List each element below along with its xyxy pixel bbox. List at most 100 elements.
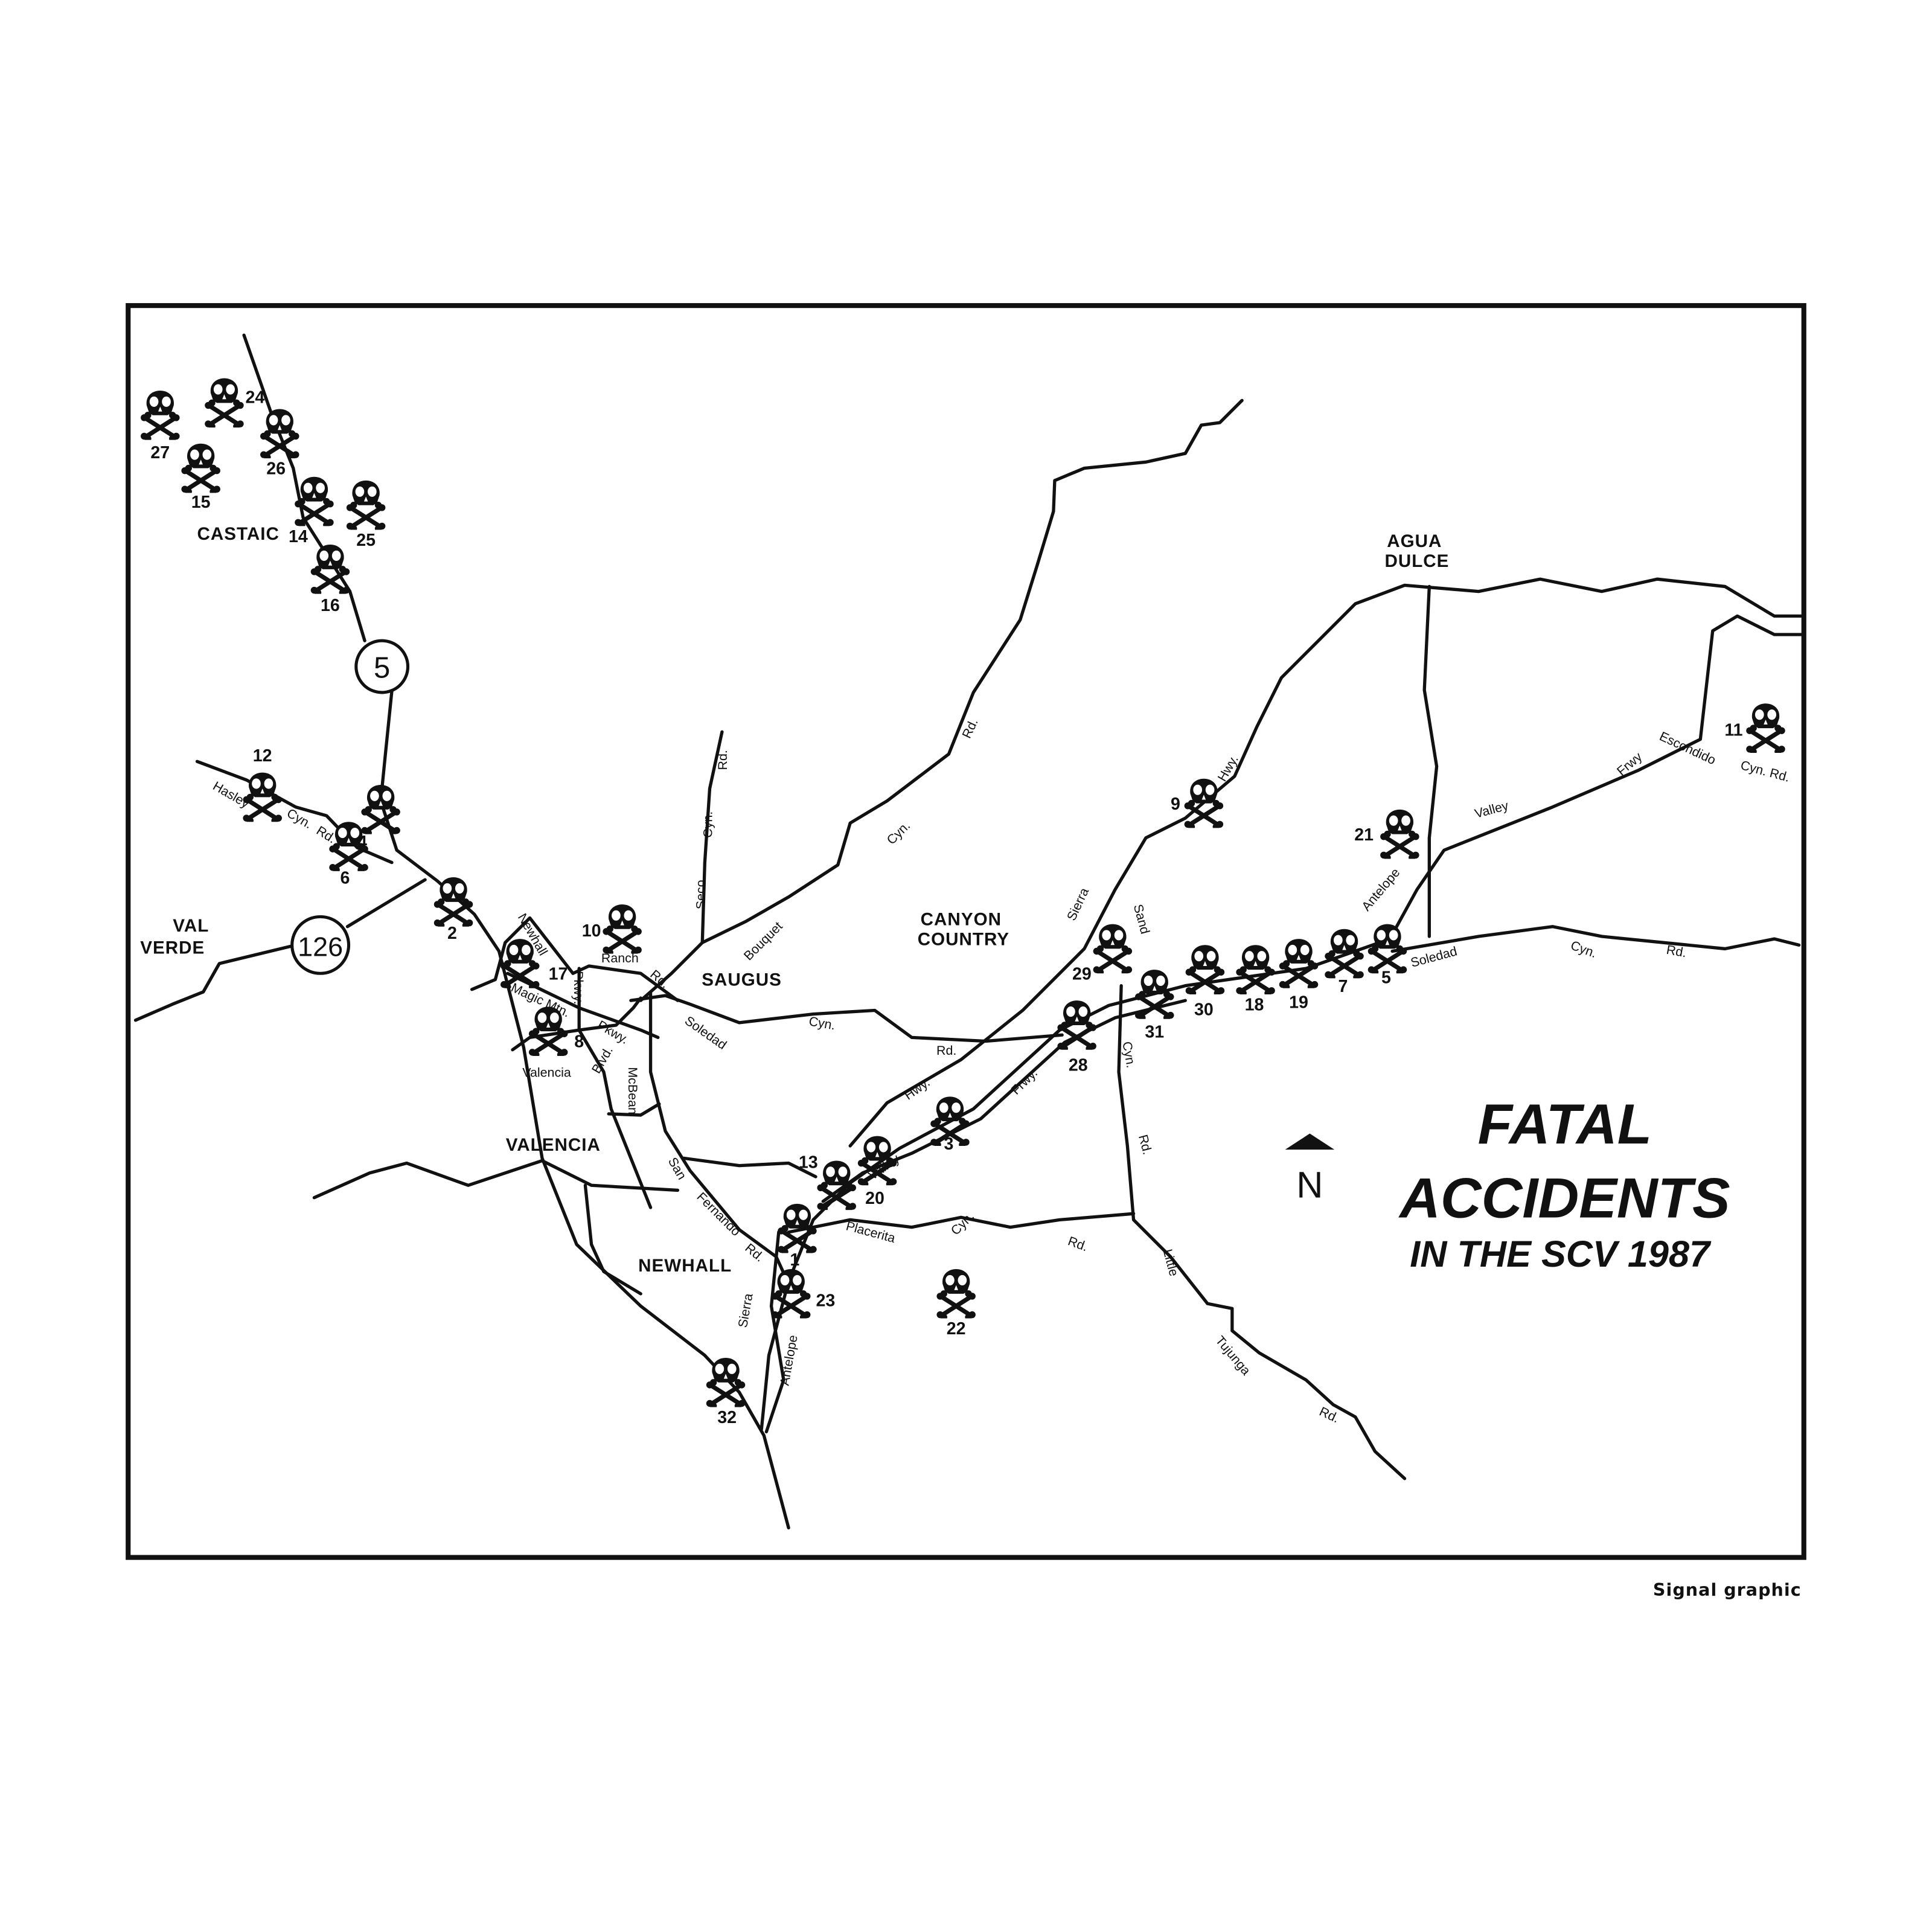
skull-crossbones-icon	[1057, 1000, 1096, 1052]
road-label: Seco	[693, 880, 708, 909]
accident-number: 13	[799, 1153, 818, 1172]
road-label: Cyn.	[1569, 938, 1599, 961]
roads	[133, 333, 1803, 1530]
accident-marker: 7	[1325, 929, 1363, 996]
accident-number: 31	[1145, 1022, 1164, 1041]
skull-crossbones-icon	[311, 545, 350, 596]
skull-crossbones-icon	[1093, 924, 1132, 976]
place-name: SAUGUS	[702, 970, 782, 990]
skull-crossbones-icon	[1186, 945, 1224, 996]
skull-crossbones-icon	[181, 444, 220, 495]
road-label: Cyn.	[884, 818, 913, 847]
road-label: Sand	[1131, 903, 1153, 936]
road-antelope-valley-freeway-parallel	[821, 999, 1187, 1203]
accident-marker: 14	[289, 477, 334, 546]
road-label: Little	[1160, 1248, 1182, 1278]
accident-marker: 13	[799, 1153, 856, 1212]
skull-crossbones-icon	[141, 391, 179, 442]
accident-number: 24	[246, 388, 265, 407]
road-label: Rd.	[647, 967, 672, 991]
skull-crossbones-icon	[205, 379, 243, 430]
skull-crossbones-icon	[706, 1358, 745, 1409]
place-name: CANYON	[921, 910, 1002, 930]
road-label: Valley	[1473, 798, 1510, 821]
road-label: McBean	[625, 1067, 640, 1115]
skull-crossbones-icon	[1236, 945, 1275, 996]
place-names: CASTAICVALVERDESAUGUSCANYONCOUNTRYVALENC…	[140, 524, 1449, 1276]
accident-number: 6	[340, 868, 350, 888]
road-newhall-ranch	[470, 916, 680, 1002]
accident-marker: 11	[1724, 703, 1785, 755]
road-antelope-valley-freeway	[760, 614, 1803, 1431]
accident-marker: 2	[434, 877, 473, 943]
accident-marker: 29	[1072, 924, 1132, 984]
road-label: Tujunga	[1212, 1333, 1253, 1378]
accident-number: 18	[1245, 995, 1264, 1014]
road-seco-canyon	[700, 730, 724, 944]
road-i5-south	[379, 689, 790, 1530]
road-label: Soledad	[682, 1013, 729, 1052]
road-label: Cyn.	[808, 1014, 837, 1032]
road-label: Sierra	[735, 1292, 756, 1328]
accident-marker: 18	[1236, 945, 1275, 1014]
road-label: Cyn.	[701, 811, 715, 838]
accident-number: 12	[253, 746, 272, 766]
road-label: Rd.	[715, 750, 730, 770]
accident-number: 25	[356, 531, 376, 550]
road-soledad-canyon-east	[1390, 925, 1801, 953]
accident-marker: 1	[778, 1204, 816, 1270]
accident-number: 21	[1354, 825, 1374, 845]
skull-crossbones-icon	[1135, 970, 1174, 1021]
road-label: Sierra	[1064, 886, 1092, 923]
road-sr126	[133, 878, 427, 1022]
accident-number: 7	[1339, 977, 1348, 996]
accident-marker: 5	[1368, 924, 1407, 988]
accident-number: 2	[447, 924, 457, 943]
road-label: Fernando	[694, 1189, 744, 1239]
accident-marker: 27	[141, 391, 179, 462]
skull-crossbones-icon	[1380, 810, 1419, 861]
accident-number: 11	[1724, 720, 1742, 740]
accident-marker: 26	[260, 409, 299, 479]
title-line-3: IN THE SCV 1987	[1410, 1233, 1712, 1275]
accident-marker: 15	[181, 444, 220, 512]
accident-marker: 19	[1279, 939, 1318, 1012]
road-label: Antelope	[1359, 865, 1403, 913]
road-label: Bouquet	[741, 919, 785, 963]
accident-marker: 25	[347, 481, 385, 550]
north-arrow-icon	[1285, 1133, 1335, 1150]
road-label: Pkwy.	[595, 1018, 631, 1048]
road-bouquet-canyon	[639, 398, 1244, 1002]
skull-crossbones-icon	[295, 477, 333, 528]
place-name: DULCE	[1384, 551, 1449, 571]
road-label: Rd.	[1066, 1233, 1090, 1254]
skull-crossbones-icon	[1279, 939, 1318, 990]
accident-marker: 32	[706, 1358, 745, 1427]
place-name: VALENCIA	[506, 1135, 601, 1155]
road-sand-canyon-little-tujunga	[1117, 984, 1407, 1480]
place-name: VAL	[173, 916, 209, 936]
road-agua-dulce-canyon	[1422, 584, 1439, 938]
accident-number: 5	[1381, 968, 1391, 988]
skull-crossbones-icon	[1746, 703, 1785, 755]
skull-crossbones-icon	[361, 785, 400, 836]
skull-crossbones-icon	[817, 1160, 856, 1212]
accident-marker: 20	[858, 1136, 897, 1208]
credit: Signal graphic	[1653, 1579, 1802, 1600]
shield-i5: 5	[354, 639, 410, 694]
road-wiley-canyon	[583, 1183, 642, 1296]
accident-number: 27	[150, 443, 170, 462]
road-magic-mountain-pkwy	[506, 971, 660, 1040]
accident-marker: 9	[1171, 779, 1223, 830]
road-mcbean-south	[607, 1102, 661, 1117]
accident-marker: 31	[1135, 970, 1174, 1041]
accident-marker: 12	[243, 746, 281, 824]
road-sierra-highway	[848, 577, 1803, 1148]
accident-number: 29	[1072, 964, 1092, 984]
accident-marker: 22	[936, 1269, 975, 1339]
north-label: N	[1296, 1165, 1323, 1206]
accident-marker: 21	[1354, 810, 1419, 861]
accident-marker: 30	[1186, 945, 1224, 1020]
accident-marker: 16	[311, 545, 350, 615]
